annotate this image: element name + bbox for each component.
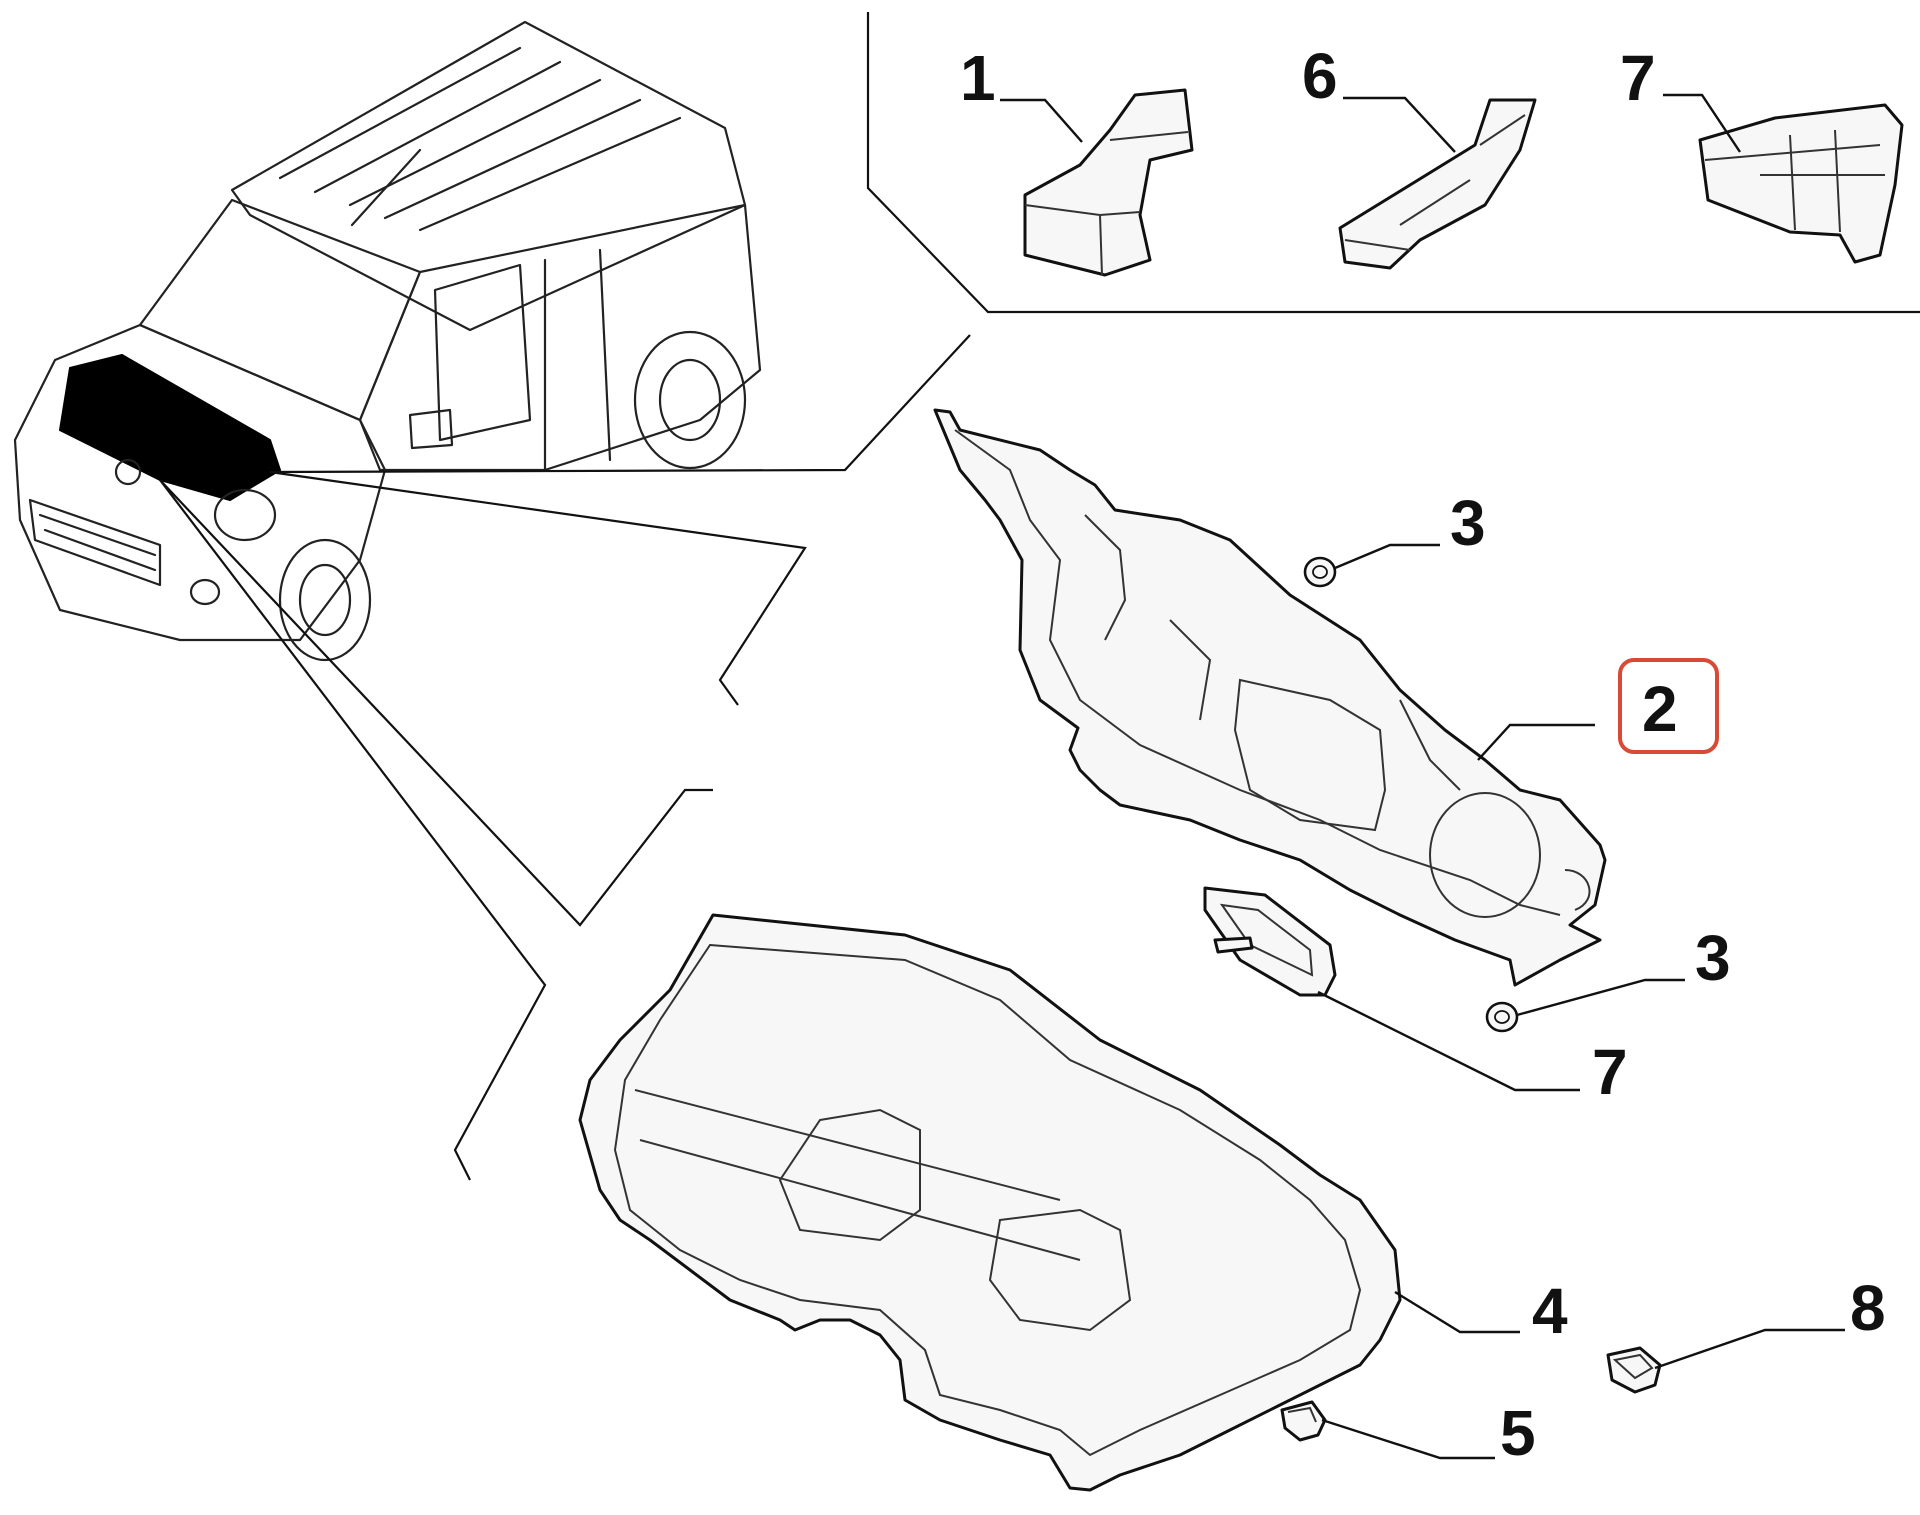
callout-7-top: 7 [1620, 42, 1656, 114]
van-roof-ribs [278, 46, 682, 232]
callout-8: 8 [1850, 1272, 1886, 1344]
leader-5 [1321, 1418, 1495, 1460]
van-grille-slats [38, 513, 157, 572]
part-1-duct [1023, 88, 1194, 277]
part-7-mount [1203, 886, 1337, 997]
leader-4 [1394, 1290, 1520, 1334]
van-illustration [13, 20, 762, 662]
part-5-clip [1280, 1400, 1327, 1442]
callout-2-highlight-box [1618, 658, 1719, 754]
zoom-line-bottom [159, 479, 547, 1181]
van-side-body [358, 203, 762, 472]
part-3-clip-upper [1303, 556, 1337, 588]
part-7-bracket-top [1698, 103, 1904, 264]
van-front-wheel [278, 538, 372, 662]
callout-1: 1 [960, 42, 996, 114]
callout-6: 6 [1302, 40, 1338, 112]
zoom-line-top [269, 334, 971, 474]
leader-7-top [1663, 93, 1741, 153]
van-windscreen [138, 198, 422, 422]
callout-7-mount: 7 [1592, 1036, 1628, 1108]
van-door-lines [543, 248, 612, 472]
leader-6 [1343, 96, 1456, 153]
leader-7-mount [1317, 990, 1580, 1092]
van-rear-wheel [633, 330, 747, 470]
van-badge [114, 458, 142, 486]
van-mirror [408, 408, 454, 450]
part-2-insulation-panel [933, 408, 1607, 987]
van-hood-highlight [58, 353, 282, 502]
part-6-duct [1338, 98, 1537, 270]
van-roof [230, 20, 747, 332]
leader-1 [1000, 98, 1083, 143]
callout-2: 2 [1642, 673, 1678, 745]
part-3-clip-lower [1485, 1001, 1519, 1033]
leader-8 [1654, 1328, 1845, 1370]
van-headlight [213, 488, 277, 542]
van-front-body [13, 323, 387, 642]
leader-3-lower [1516, 978, 1685, 1017]
inset-frame [866, 12, 1920, 314]
part-8-fastener [1606, 1346, 1662, 1394]
callout-3-lower: 3 [1695, 922, 1731, 994]
callout-3-upper: 3 [1450, 487, 1486, 559]
van-side-window [433, 263, 532, 442]
van-fog-light [189, 578, 221, 606]
van-rear-rim [658, 358, 722, 442]
zoom-line-lower [159, 479, 713, 927]
callout-5: 5 [1500, 1397, 1536, 1469]
leader-2 [1477, 723, 1595, 761]
van-antenna [350, 148, 422, 227]
zoom-line-middle [269, 470, 807, 706]
zoom-lines [159, 334, 971, 1181]
van-front-rim [298, 563, 352, 637]
leader-3-upper [1334, 543, 1440, 570]
callout-4: 4 [1532, 1275, 1568, 1347]
van-grille [28, 498, 162, 587]
part-4-hood-insulation [578, 913, 1402, 1492]
